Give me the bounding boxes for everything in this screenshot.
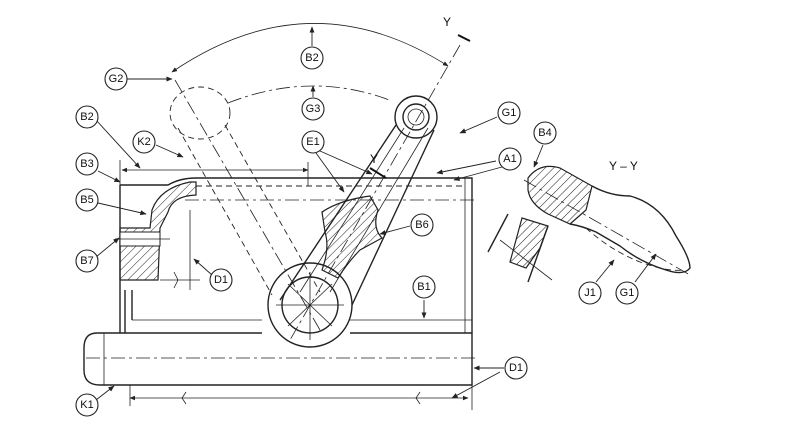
bottom-dimension (129, 385, 469, 406)
hatched-boss (321, 195, 383, 279)
svg-text:B6: B6 (415, 219, 428, 231)
svg-text:D1: D1 (509, 362, 523, 374)
svg-text:B7: B7 (80, 255, 93, 267)
svg-text:G1: G1 (502, 107, 517, 119)
svg-text:K2: K2 (137, 136, 150, 148)
callout-e1: E1 (301, 130, 325, 154)
callout-j1: J1 (578, 281, 602, 305)
svg-text:D1: D1 (214, 274, 228, 286)
svg-text:B5: B5 (80, 194, 93, 206)
callout-g3: G3 (301, 97, 325, 121)
svg-text:G2: G2 (109, 73, 124, 85)
callout-b1: B1 (412, 275, 436, 299)
callout-b5: B5 (75, 188, 99, 212)
svg-text:K1: K1 (80, 399, 93, 411)
callout-g1-top: G1 (497, 101, 521, 125)
callout-b7: B7 (75, 249, 99, 273)
callout-d1-left: D1 (209, 268, 233, 292)
svg-text:G1: G1 (620, 287, 635, 299)
svg-text:A1: A1 (503, 153, 516, 165)
width-dimension (119, 160, 309, 186)
callout-b2-top: B2 (300, 46, 324, 70)
callout-b4: B4 (533, 121, 557, 145)
leader-lines (95, 26, 657, 401)
callout-a1: A1 (498, 147, 522, 171)
left-hatched-section (115, 181, 200, 290)
svg-text:J1: J1 (584, 287, 596, 299)
callout-b3: B3 (75, 152, 99, 176)
svg-text:B2: B2 (305, 52, 318, 64)
callout-k2: K2 (132, 130, 156, 154)
svg-text:B1: B1 (417, 281, 430, 293)
cut-label-mid: Y (370, 152, 378, 166)
callout-k1: K1 (75, 393, 99, 417)
callout-g2: G2 (104, 67, 128, 91)
section-title: Y – Y (609, 159, 638, 173)
base-plate (83, 332, 476, 410)
callout-b6: B6 (410, 213, 434, 237)
pivot-hub (267, 262, 353, 348)
callout-b2-left: B2 (75, 105, 99, 129)
svg-text:B3: B3 (80, 158, 93, 170)
svg-text:B4: B4 (538, 127, 551, 139)
callout-g1-right: G1 (615, 281, 639, 305)
cutting-plane-marks (369, 34, 471, 179)
arm-left-position (169, 79, 321, 331)
arm-right (279, 44, 461, 341)
angle-dimension-outer (171, 23, 449, 73)
svg-text:G3: G3 (306, 103, 321, 115)
cut-label-top: Y (443, 15, 451, 29)
svg-text:B2: B2 (80, 111, 93, 123)
svg-text:E1: E1 (306, 136, 319, 148)
section-view (487, 165, 691, 283)
callout-d1-bottom: D1 (504, 356, 528, 380)
